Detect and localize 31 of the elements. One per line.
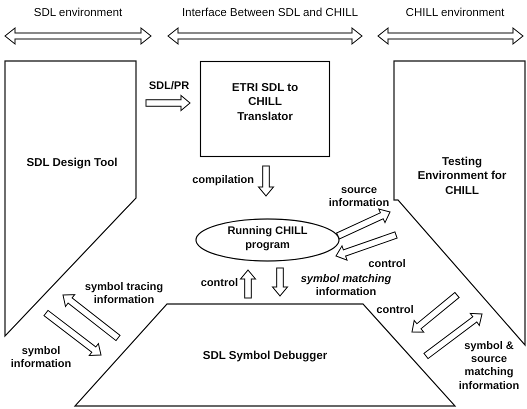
- debugger-panel: [75, 304, 455, 406]
- block-arrow: [239, 269, 257, 298]
- node-label: ETRI SDL to CHILL Translator: [230, 81, 300, 124]
- edge-label: compilation: [191, 174, 254, 188]
- node-label: SDL Symbol Debugger: [202, 349, 328, 364]
- block-arrow: [335, 231, 398, 261]
- edge-label: SDL/PR: [148, 80, 190, 94]
- edge-label: control: [200, 277, 238, 290]
- section-heading: SDL environment: [34, 7, 122, 19]
- node-label: SDL Design Tool: [26, 156, 118, 170]
- edge-label: symbol & source matching information: [458, 340, 520, 393]
- block-arrow: [62, 294, 121, 342]
- edge-label: symbol matching information: [300, 273, 392, 300]
- edge-label: symbol tracing information: [84, 281, 164, 308]
- block-arrow: [423, 312, 483, 360]
- block-arrow: [271, 268, 289, 297]
- edge-label: control: [367, 258, 407, 272]
- section-heading: CHILL environment: [406, 7, 504, 19]
- edge-label: source information: [328, 184, 390, 210]
- section-heading: Interface Between SDL and CHILL: [182, 7, 358, 19]
- block-arrow: [257, 166, 275, 197]
- block-arrow: [146, 94, 191, 112]
- node-label: Running CHILL program: [226, 225, 309, 252]
- edge-label: control: [375, 304, 415, 318]
- program-ellipse: [195, 218, 340, 262]
- process-box: [200, 61, 330, 157]
- block-arrow: [411, 292, 460, 333]
- block-arrow: [336, 208, 391, 240]
- edge-label: symbol information: [10, 345, 72, 372]
- block-arrow: [43, 310, 102, 356]
- node-label: Testing Environment for CHILL: [416, 155, 508, 198]
